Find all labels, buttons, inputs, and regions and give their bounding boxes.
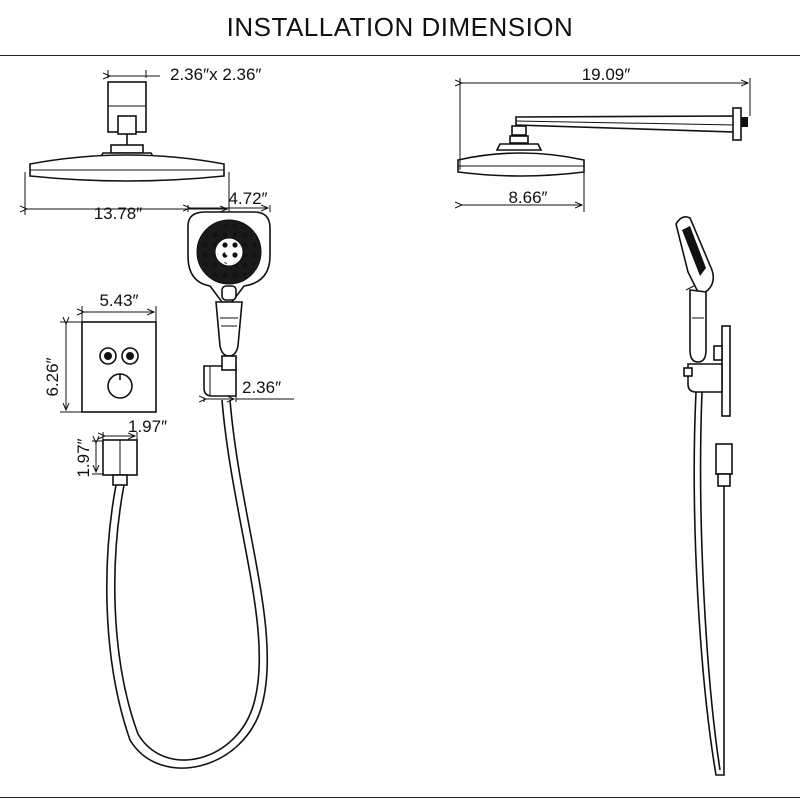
side-arm-joint [511, 125, 527, 136]
function-button-left [99, 347, 117, 365]
elbow-outlet [112, 474, 128, 486]
arm-flange-size-label: 2.36″x 2.36″ [170, 65, 261, 84]
elbow-width-label: 1.97″ [128, 417, 167, 436]
side-holder [687, 363, 723, 393]
title-divider [0, 55, 800, 56]
valve-width-label: 5.43″ [99, 291, 138, 310]
title-bar: INSTALLATION DIMENSION [0, 0, 800, 56]
holder-clip [221, 355, 237, 371]
side-hose [693, 391, 725, 776]
hand-shower-side-view [675, 216, 733, 776]
wall-elbow-front-view: 1.97″ 1.97″ [74, 417, 167, 486]
wall-thread [741, 117, 748, 127]
hand-shower-front-view: 4.72″ 2.36″ [188, 189, 294, 402]
hose-inner [114, 399, 261, 761]
side-wall-plate [721, 325, 731, 417]
function-button-right [121, 347, 139, 365]
arm-length-label: 19.09″ [582, 65, 631, 84]
side-rain-head [457, 152, 585, 177]
shower-hose [106, 399, 269, 769]
side-elbow-outlet [717, 473, 731, 487]
side-ball-joint [495, 143, 543, 151]
holder-width-label: 2.36″ [242, 378, 281, 397]
ball-joint-nut [110, 144, 144, 154]
side-elbow [715, 443, 733, 475]
side-holder-bracket [713, 345, 723, 361]
rain-head-disc [29, 154, 225, 182]
valve-trim-plate [81, 321, 157, 413]
rain-head-front-view: 13.78″ 2.36″x 2.36″ [25, 65, 261, 223]
side-nut [509, 135, 529, 144]
arm-connector [117, 115, 137, 135]
side-hand-shower-handle [689, 289, 707, 363]
handheld-width-label: 4.72″ [228, 189, 267, 208]
side-hose-inner [699, 391, 721, 771]
hose-outer [106, 399, 269, 769]
rain-head-depth-label: 8.66″ [508, 188, 547, 207]
valve-trim-front-view: 5.43″ 6.26″ [43, 291, 157, 413]
rain-head-width-label: 13.78″ [94, 204, 143, 223]
valve-height-label: 6.26″ [43, 357, 62, 396]
side-wall-flange [732, 107, 742, 141]
bottom-divider [0, 797, 800, 798]
elbow-height-label: 1.97″ [74, 438, 93, 477]
hand-shower-handle [215, 301, 243, 357]
diagram-title: INSTALLATION DIMENSION [226, 12, 574, 42]
rain-head-side-view: 19.09″ 8.66″ [457, 65, 751, 212]
side-holder-knob [683, 367, 693, 377]
spray-mode-button [221, 285, 237, 301]
